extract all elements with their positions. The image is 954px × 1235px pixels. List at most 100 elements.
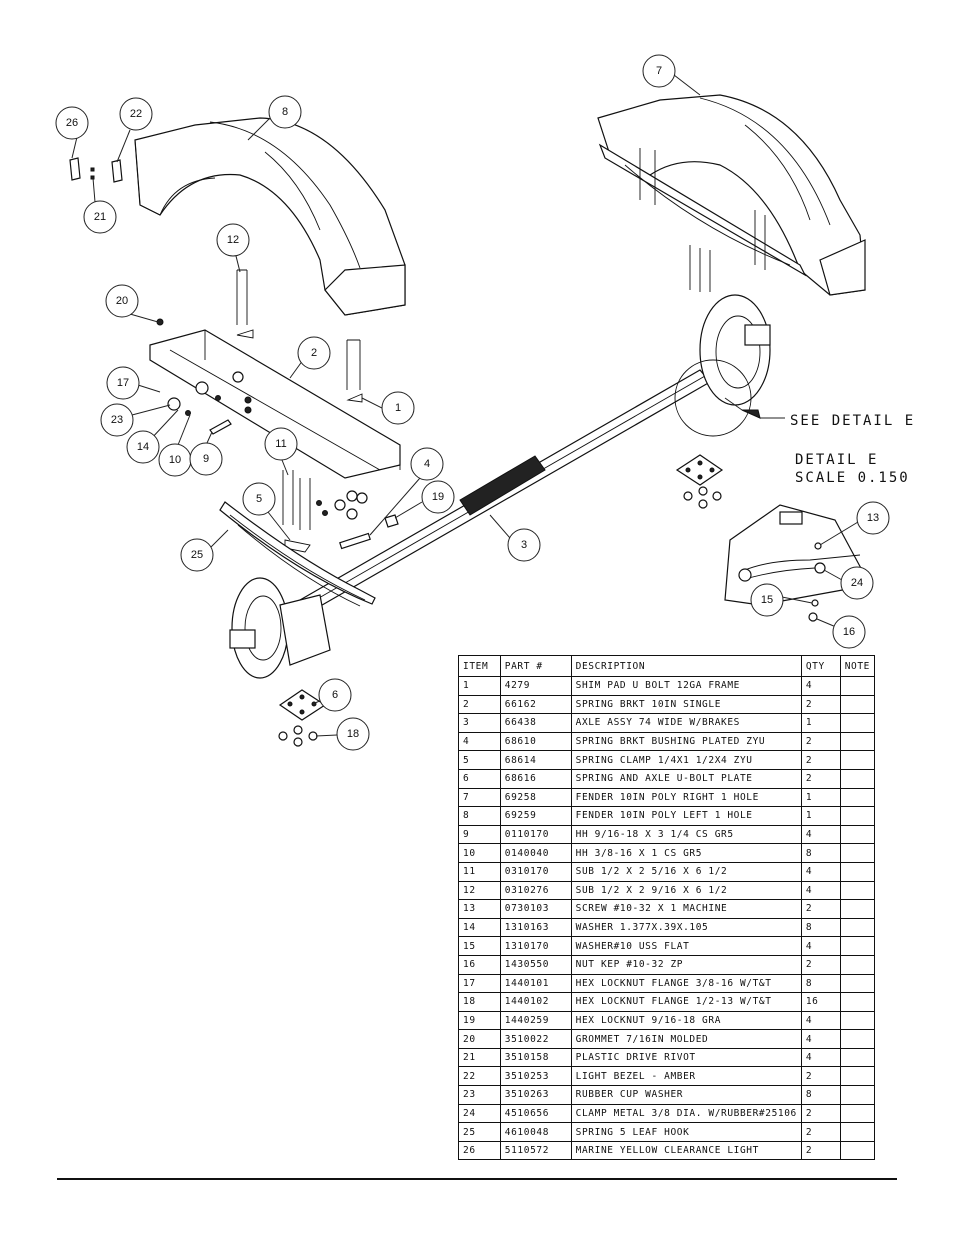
header-note: NOTE bbox=[839, 655, 876, 677]
cell-desc: SCREW #10-32 X 1 MACHINE bbox=[570, 899, 802, 919]
cell-desc: HH 9/16-18 X 3 1/4 CS GR5 bbox=[570, 824, 802, 845]
cell-qty: 2 bbox=[800, 899, 841, 919]
cell-desc: HEX LOCKNUT 9/16-18 GRA bbox=[570, 1010, 802, 1031]
cell-desc: NUT KEP #10-32 ZP bbox=[570, 954, 802, 975]
cell-note bbox=[839, 806, 876, 826]
cell-item: 9 bbox=[458, 824, 501, 845]
cell-desc: HH 3/8-16 X 1 CS GR5 bbox=[570, 843, 802, 863]
cell-item: 5 bbox=[458, 750, 501, 770]
cell-part: 1440102 bbox=[499, 992, 572, 1012]
cell-item: 23 bbox=[458, 1085, 501, 1105]
cell-part: 0310170 bbox=[499, 861, 572, 882]
cell-qty: 4 bbox=[800, 1029, 841, 1049]
see-detail-label: SEE DETAIL E bbox=[790, 413, 915, 429]
cell-note bbox=[839, 1010, 876, 1031]
cell-desc: HEX LOCKNUT FLANGE 1/2-13 W/T&T bbox=[570, 992, 802, 1012]
cell-item: 14 bbox=[458, 917, 501, 938]
cell-part: 1440259 bbox=[499, 1010, 572, 1031]
cell-desc: SUB 1/2 X 2 5/16 X 6 1/2 bbox=[570, 861, 802, 882]
table-header-row: ITEM PART # DESCRIPTION QTY NOTE bbox=[458, 655, 876, 677]
cell-qty: 1 bbox=[800, 787, 841, 808]
cell-part: 0730103 bbox=[499, 899, 572, 919]
cell-part: 68610 bbox=[499, 731, 572, 752]
cell-qty: 2 bbox=[800, 768, 841, 789]
callout-22: 22 bbox=[130, 108, 142, 120]
cell-part: 3510158 bbox=[499, 1047, 572, 1068]
callout-2: 2 bbox=[311, 347, 317, 359]
cell-qty: 4 bbox=[800, 880, 841, 901]
callout-13: 13 bbox=[867, 512, 879, 524]
callout-10: 10 bbox=[169, 454, 181, 466]
cell-item: 26 bbox=[458, 1140, 501, 1161]
cell-note bbox=[839, 1122, 876, 1142]
cell-desc: LIGHT BEZEL - AMBER bbox=[570, 1066, 802, 1087]
header-part: PART # bbox=[499, 655, 572, 677]
cell-desc: RUBBER CUP WASHER bbox=[570, 1085, 802, 1105]
cell-item: 11 bbox=[458, 861, 501, 882]
cell-note bbox=[839, 992, 876, 1012]
cell-desc: SUB 1/2 X 2 9/16 X 6 1/2 bbox=[570, 880, 802, 901]
cell-note bbox=[839, 750, 876, 770]
cell-item: 12 bbox=[458, 880, 501, 901]
callout-16: 16 bbox=[843, 626, 855, 638]
cell-note bbox=[839, 1029, 876, 1049]
detail-title: DETAIL E bbox=[795, 452, 878, 468]
cell-item: 1 bbox=[458, 676, 501, 696]
cell-part: 1310163 bbox=[499, 917, 572, 938]
cell-part: 68614 bbox=[499, 750, 572, 770]
callout-7: 7 bbox=[656, 65, 662, 77]
axle-assembly bbox=[229, 294, 771, 679]
cell-desc: CLAMP METAL 3/8 DIA. W/RUBBER#25106 bbox=[570, 1103, 802, 1124]
callout-24: 24 bbox=[851, 577, 863, 589]
callout-26: 26 bbox=[66, 117, 78, 129]
cell-item: 13 bbox=[458, 899, 501, 919]
right-fender bbox=[597, 94, 866, 296]
callout-1: 1 bbox=[395, 402, 401, 414]
cell-item: 20 bbox=[458, 1029, 501, 1049]
cell-qty: 8 bbox=[800, 1085, 841, 1105]
cell-part: 3510022 bbox=[499, 1029, 572, 1049]
detail-scale: SCALE 0.150 bbox=[795, 470, 910, 486]
callouts: 26 22 8 7 21 12 20 2 1 17 23 14 10 9 11 … bbox=[55, 54, 890, 751]
cell-qty: 8 bbox=[800, 973, 841, 994]
cell-desc: HEX LOCKNUT FLANGE 3/8-16 W/T&T bbox=[570, 973, 802, 994]
cell-desc: GROMMET 7/16IN MOLDED bbox=[570, 1029, 802, 1049]
cell-qty: 2 bbox=[800, 694, 841, 715]
cell-note bbox=[839, 843, 876, 863]
cell-item: 22 bbox=[458, 1066, 501, 1087]
cell-part: 0310276 bbox=[499, 880, 572, 901]
callout-23: 23 bbox=[111, 414, 123, 426]
cell-qty: 2 bbox=[800, 1140, 841, 1161]
cell-note bbox=[839, 1103, 876, 1124]
cell-desc: SPRING CLAMP 1/4X1 1/2X4 ZYU bbox=[570, 750, 802, 770]
cell-part: 0110170 bbox=[499, 824, 572, 845]
cell-qty: 16 bbox=[800, 992, 841, 1012]
cell-part: 68616 bbox=[499, 768, 572, 789]
cell-item: 21 bbox=[458, 1047, 501, 1068]
cell-part: 69259 bbox=[499, 806, 572, 826]
cell-note bbox=[839, 768, 876, 789]
cell-desc: PLASTIC DRIVE RIVOT bbox=[570, 1047, 802, 1068]
spring-bracket-frame bbox=[149, 329, 401, 479]
cell-part: 1310170 bbox=[499, 936, 572, 956]
cell-desc: SPRING BRKT BUSHING PLATED ZYU bbox=[570, 731, 802, 752]
cell-qty: 4 bbox=[800, 824, 841, 845]
cell-desc: AXLE ASSY 74 WIDE W/BRAKES bbox=[570, 713, 802, 733]
cell-part: 4610048 bbox=[499, 1122, 572, 1142]
cell-desc: SPRING 5 LEAF HOOK bbox=[570, 1122, 802, 1142]
header-qty: QTY bbox=[800, 655, 841, 677]
